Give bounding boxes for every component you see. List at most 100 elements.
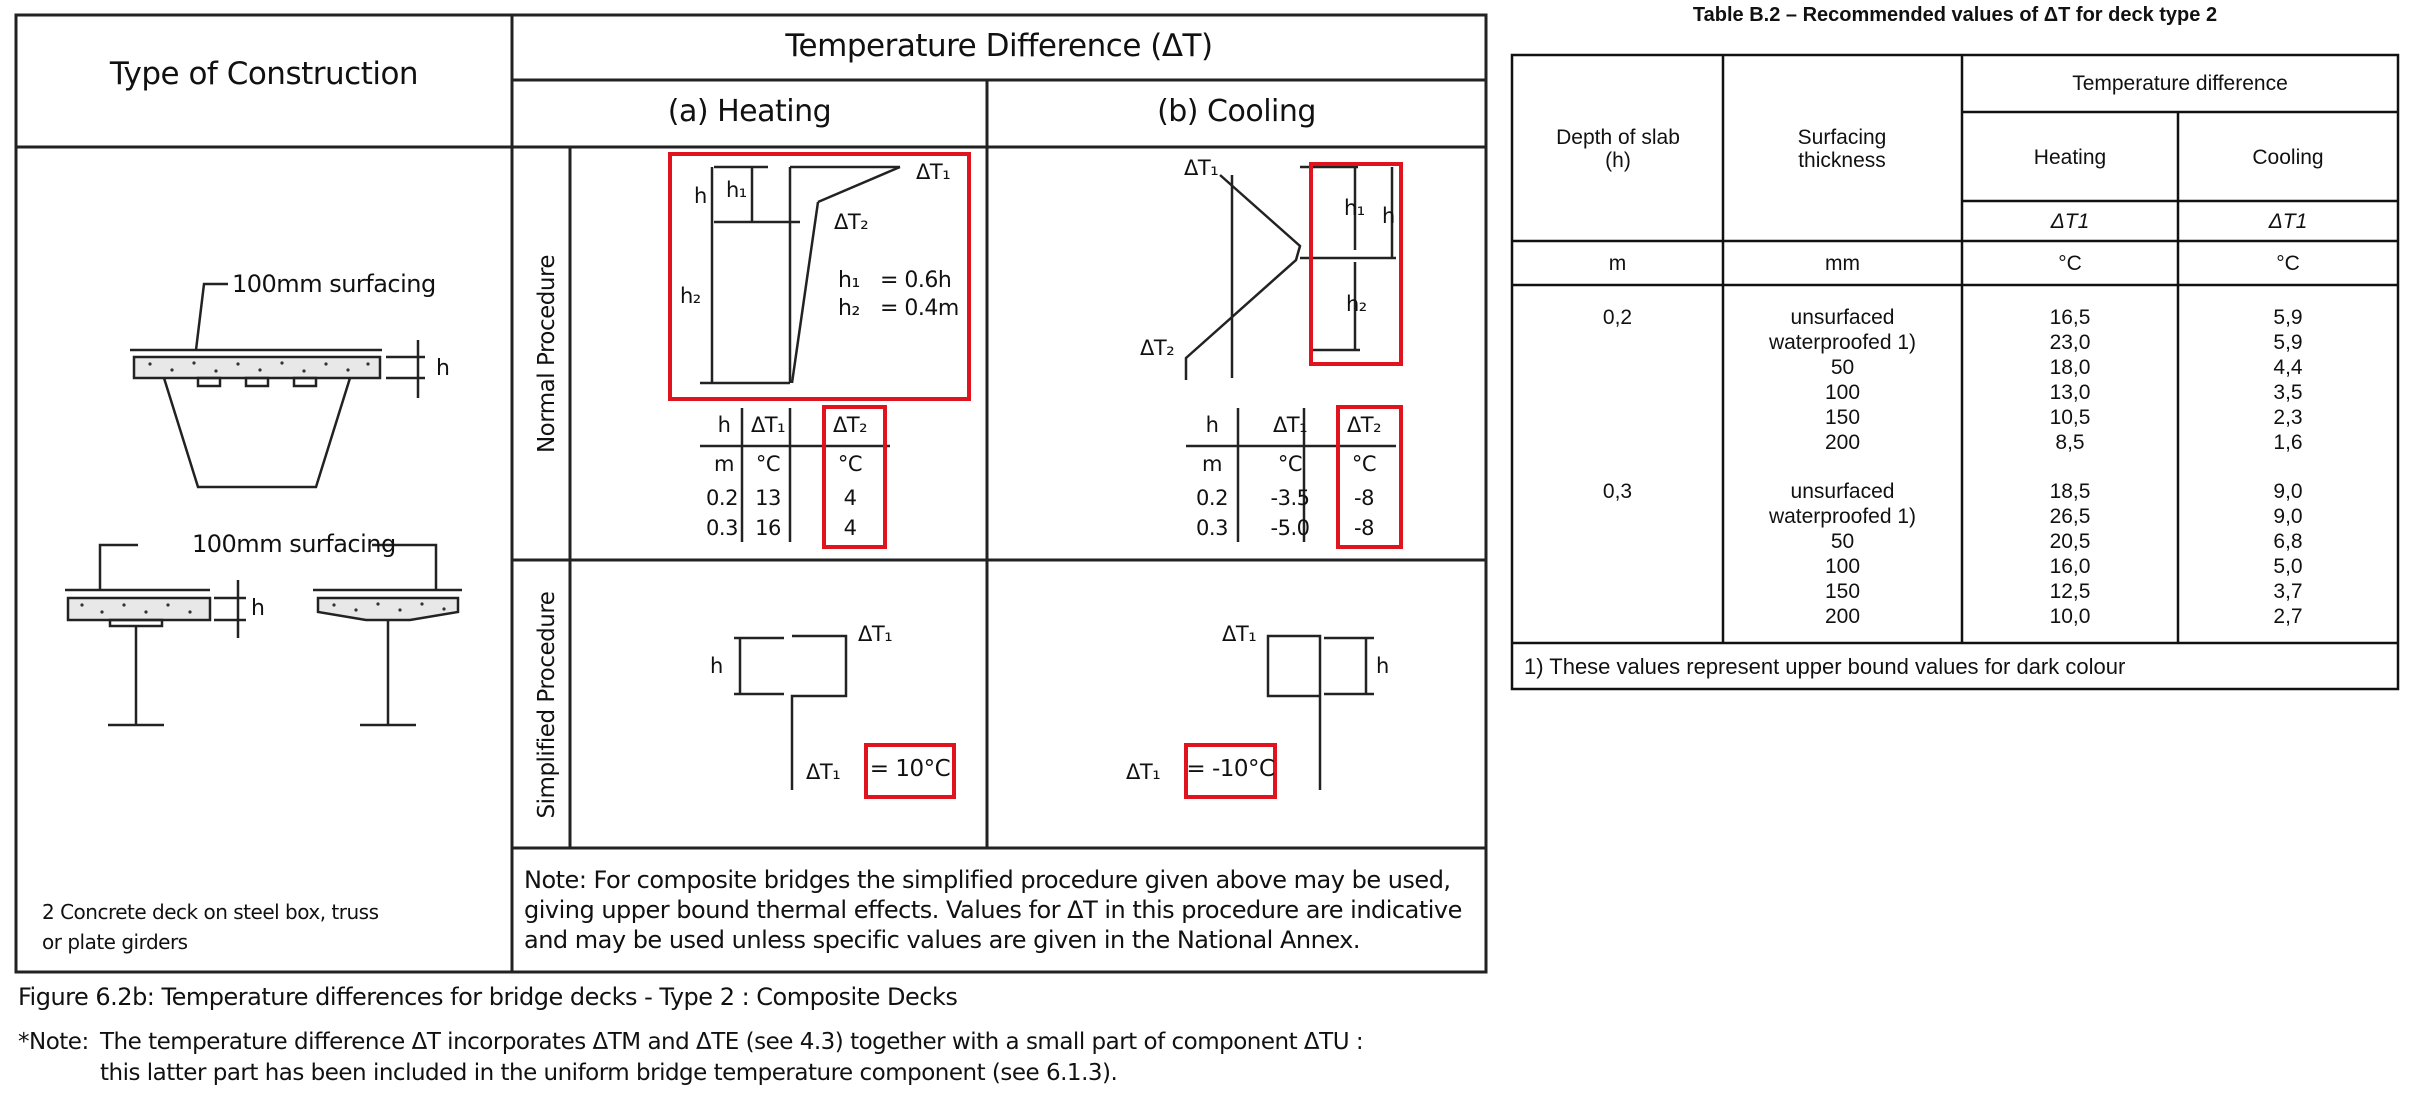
sym-cooling: ΔT1 xyxy=(2268,210,2308,233)
table-row: 16,0 xyxy=(2049,555,2091,578)
footnote-label: *Note: xyxy=(18,1029,89,1055)
surfacing-label-bottom: 100mm surfacing xyxy=(192,530,396,558)
table-row: 9,0 xyxy=(2273,505,2303,528)
table-row: 5,9 xyxy=(2273,331,2303,354)
table-row: 150 xyxy=(1824,580,1861,603)
heat-table-r1-h: 0.2 xyxy=(706,486,738,510)
cool-table-r1-h: 0.2 xyxy=(1196,486,1228,510)
table-row: 26,5 xyxy=(2049,505,2091,528)
unit-heating: °C xyxy=(2058,252,2082,275)
table-row: 5,9 xyxy=(2273,306,2303,329)
cool-table-r2-dt1: -5.0 xyxy=(1270,516,1310,540)
heat-eq1-lhs: h₁ xyxy=(838,268,860,293)
simp-heat-value: = 10°C xyxy=(869,756,951,782)
simp-cool-dt1-bottom: ΔT₁ xyxy=(1126,760,1161,784)
col-tempdiff: Temperature difference xyxy=(2072,72,2288,95)
table-row: waterproofed 1) xyxy=(1768,505,1917,528)
header-temperature-difference: Temperature Difference (ΔT) xyxy=(785,28,1213,64)
cool-table-h-h: h xyxy=(1205,413,1219,437)
simp-heat-value-box xyxy=(864,743,956,799)
table-row: 2,3 xyxy=(2273,406,2303,429)
construction-caption-2: or plate girders xyxy=(42,930,188,954)
heat-table-r2-h: 0.3 xyxy=(706,516,738,540)
table-row: 10,5 xyxy=(2049,406,2091,429)
heat-h2: h₂ xyxy=(680,284,701,308)
depth-0-3: 0,3 xyxy=(1602,480,1633,503)
simp-cool-dt1-top: ΔT₁ xyxy=(1222,622,1257,646)
cool-table-r1-dt1: -3.5 xyxy=(1270,486,1310,510)
note-line-2: giving upper bound thermal effects. Valu… xyxy=(524,896,1462,924)
table-row: 4,4 xyxy=(2273,356,2303,379)
header-heating: (a) Heating xyxy=(667,94,832,129)
cooling-diagram-highlight xyxy=(1309,162,1403,366)
col-surfacing: Surfacing thickness xyxy=(1797,126,1887,172)
construction-caption-1: 2 Concrete deck on steel box, truss xyxy=(42,900,379,924)
cool-table-r1-dt2: -8 xyxy=(1354,486,1374,510)
simp-heat-h: h xyxy=(710,654,723,678)
unit-cooling: °C xyxy=(2276,252,2300,275)
heat-table-h-dt2: ΔT₂ xyxy=(832,413,868,437)
table-row: 20,5 xyxy=(2049,530,2091,553)
heating-diagram-highlight xyxy=(668,152,971,401)
heat-eq2-lhs: h₂ xyxy=(838,296,860,321)
heat-table-h-dt1: ΔT₁ xyxy=(750,413,786,437)
cool-dt1: ΔT₁ xyxy=(1184,156,1219,180)
cool-table-unit-dt1: °C xyxy=(1277,452,1303,476)
table-row: 200 xyxy=(1824,431,1861,454)
h-label-box: h xyxy=(436,356,450,381)
heat-eq2-rhs: = 0.4m xyxy=(880,296,959,321)
cool-table-r2-h: 0.3 xyxy=(1196,516,1228,540)
cool-dt2: ΔT₂ xyxy=(1140,336,1175,360)
heat-dt1: ΔT₁ xyxy=(916,160,951,184)
unit-surfacing: mm xyxy=(1825,252,1860,275)
table-row: 6,8 xyxy=(2273,530,2303,553)
heat-table-r2-dt1: 16 xyxy=(755,516,781,540)
cool-h2: h₂ xyxy=(1346,292,1367,316)
heat-dt2: ΔT₂ xyxy=(834,210,869,234)
cool-h: h xyxy=(1382,204,1395,228)
table-b2-title: Table B.2 – Recommended values of ΔT for… xyxy=(1692,4,2218,26)
heat-table-unit-dt1: °C xyxy=(755,452,781,476)
table-row: 13,0 xyxy=(2049,381,2091,404)
heat-eq1-rhs: = 0.6h xyxy=(880,268,952,293)
simp-cool-value-box xyxy=(1184,743,1277,799)
heating-dt2-highlight xyxy=(822,405,887,549)
simp-cool-value: = -10°C xyxy=(1186,756,1275,782)
table-row: 2,7 xyxy=(2273,605,2303,628)
table-b2-footnote: 1) These values represent upper bound va… xyxy=(1524,654,2126,679)
header-cooling: (b) Cooling xyxy=(1157,94,1316,129)
table-row: 16,5 xyxy=(2049,306,2091,329)
table-row: 9,0 xyxy=(2273,480,2303,503)
table-row: 200 xyxy=(1824,605,1861,628)
unit-depth: m xyxy=(1608,252,1627,275)
heat-table-r1-dt1: 13 xyxy=(755,486,781,510)
simp-cool-h: h xyxy=(1376,654,1389,678)
cooling-dt2-highlight xyxy=(1336,405,1403,549)
table-row: unsurfaced xyxy=(1790,480,1895,503)
simp-heat-dt1-top: ΔT₁ xyxy=(858,622,893,646)
table-row: 100 xyxy=(1824,555,1861,578)
heat-table-h-h: h xyxy=(717,413,731,437)
table-row: 3,7 xyxy=(2273,580,2303,603)
heat-table-r1-dt2: 4 xyxy=(843,486,857,510)
col-cooling: Cooling xyxy=(2252,146,2324,169)
table-row: 12,5 xyxy=(2049,580,2091,603)
note-line-3: and may be used unless specific values a… xyxy=(524,926,1361,954)
table-row: 150 xyxy=(1824,406,1861,429)
cool-table-r2-dt2: -8 xyxy=(1354,516,1374,540)
table-row: unsurfaced xyxy=(1790,306,1895,329)
cool-h1: h₁ xyxy=(1344,196,1365,220)
heat-table-unit-dt2: °C xyxy=(837,452,863,476)
cool-table-h-dt1: ΔT₁ xyxy=(1272,413,1308,437)
table-row: 50 xyxy=(1830,356,1855,379)
h-label-plate: h xyxy=(251,596,265,621)
header-type-of-construction: Type of Construction xyxy=(109,56,419,92)
table-row: 50 xyxy=(1830,530,1855,553)
footnote-line-2: this latter part has been included in th… xyxy=(100,1060,1118,1086)
